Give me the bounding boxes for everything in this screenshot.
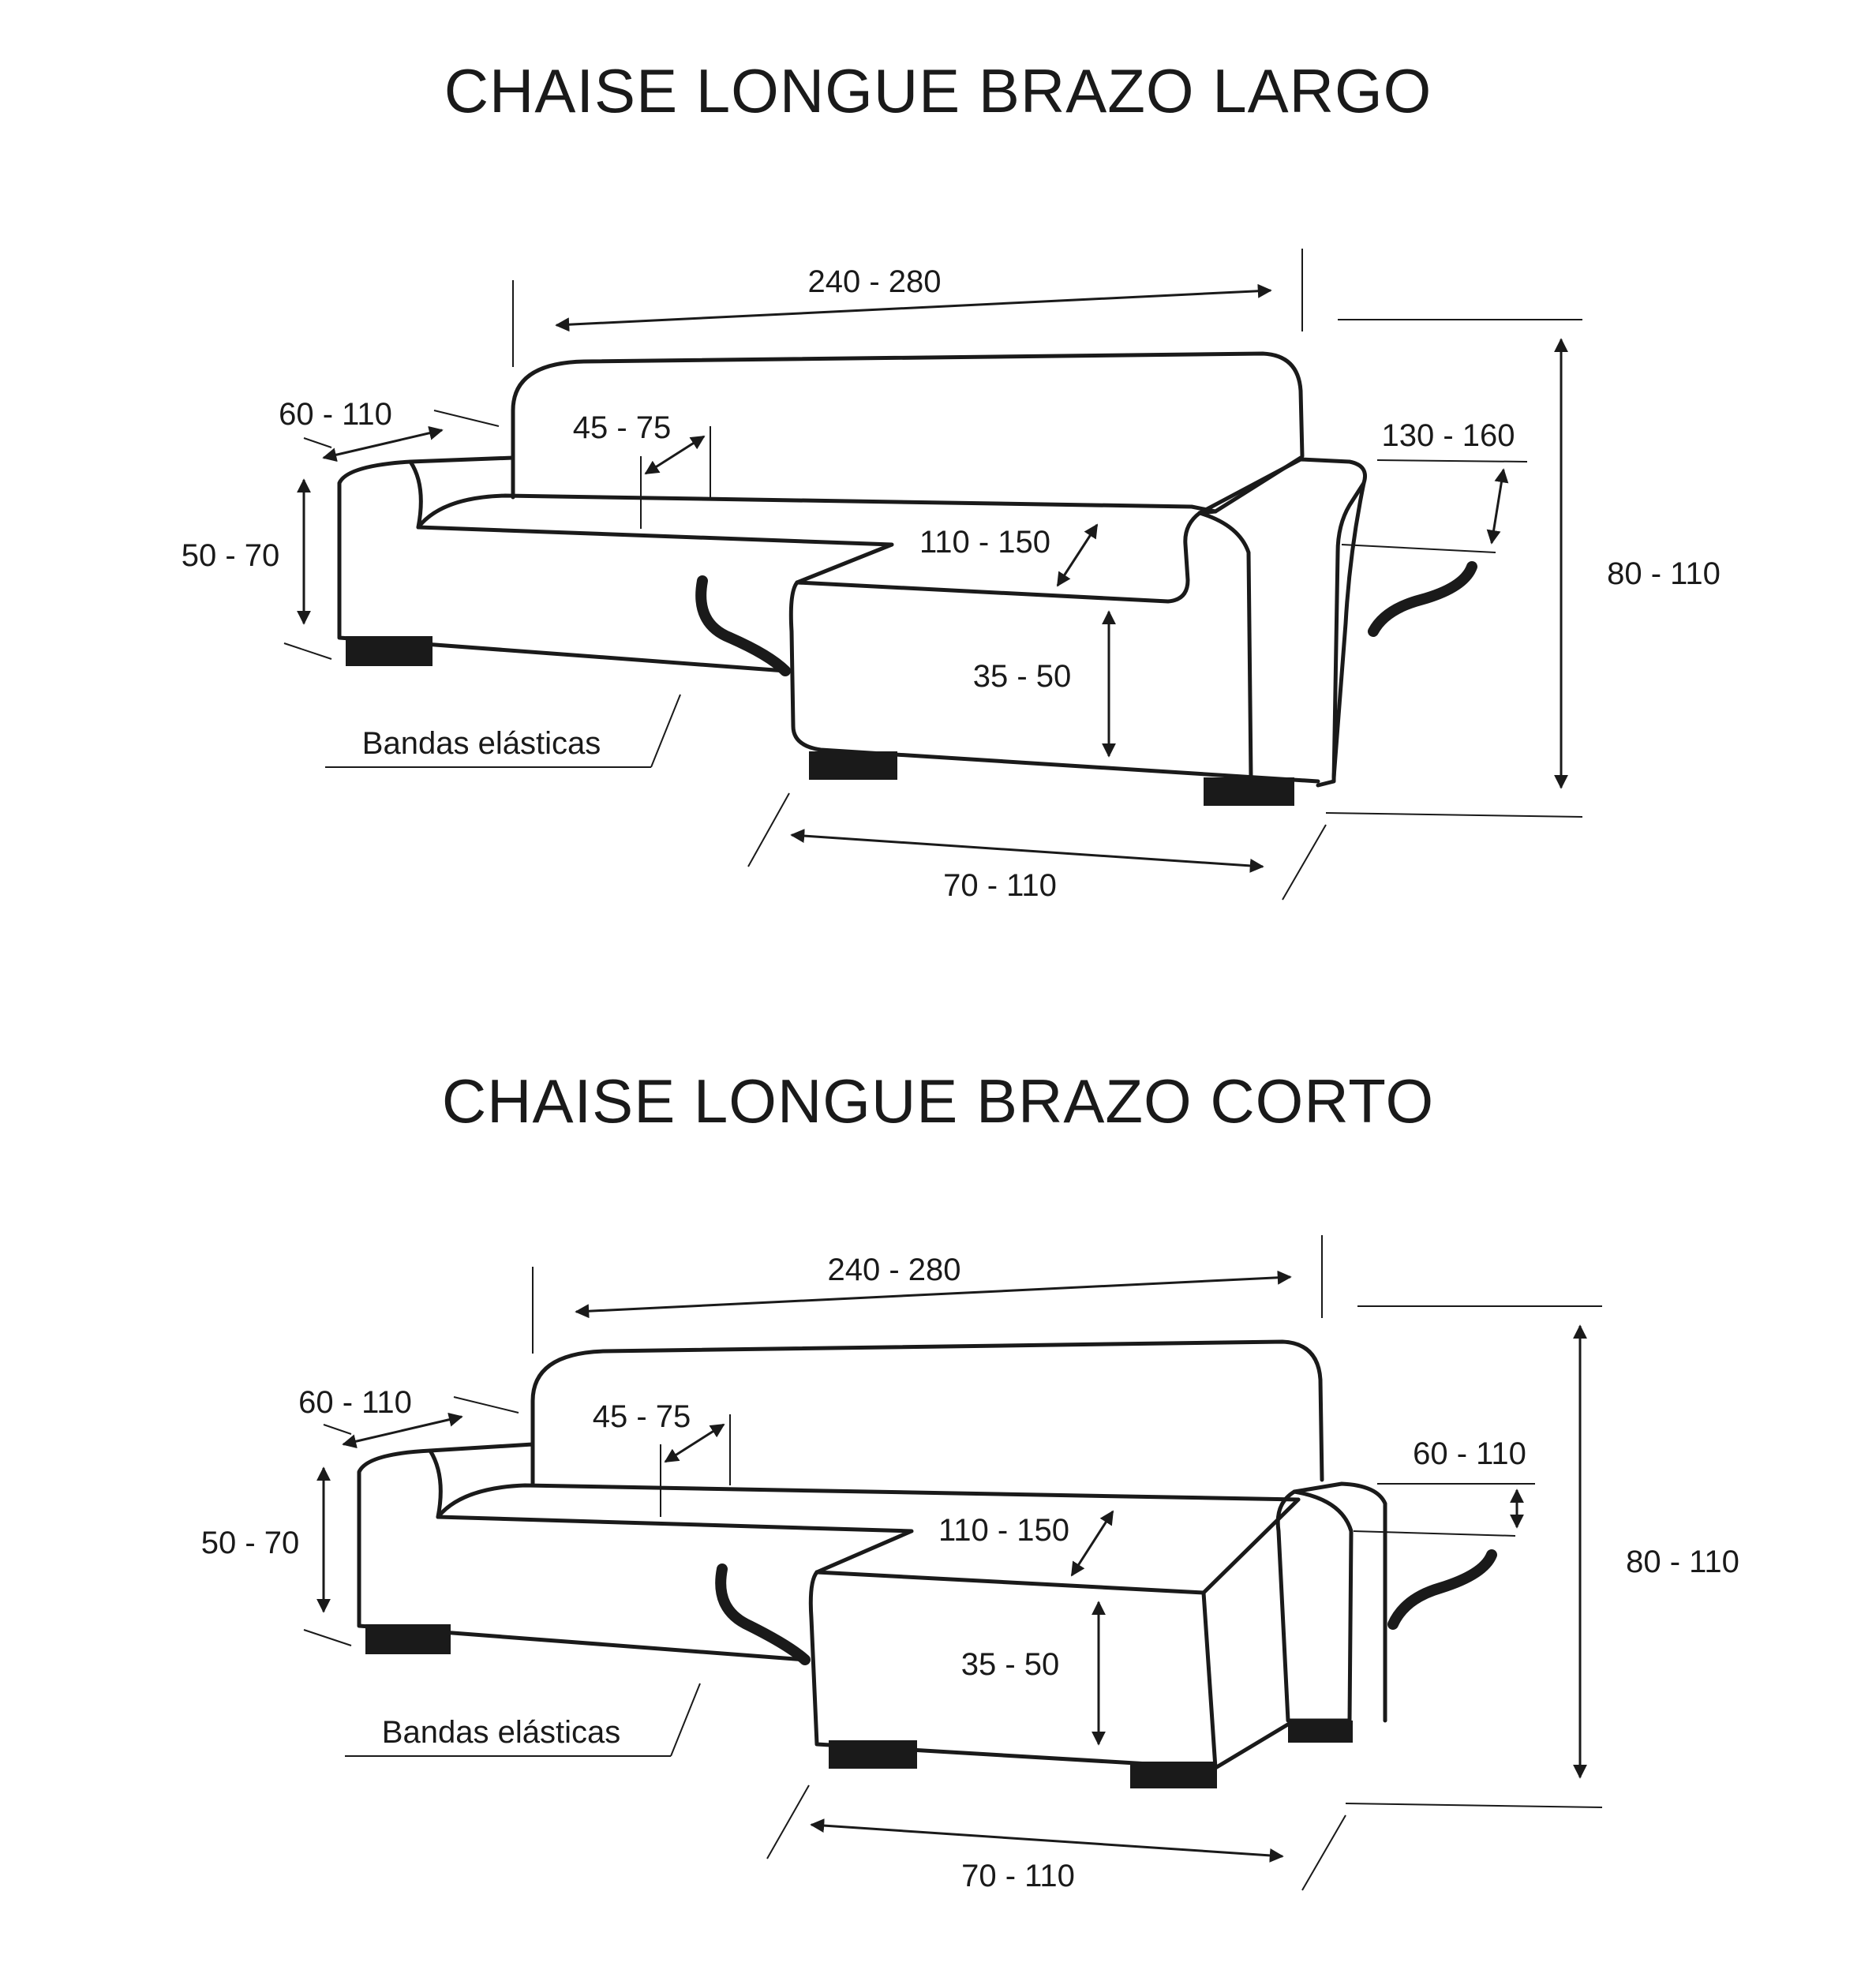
label-total-width: 240 - 280 xyxy=(827,1253,960,1287)
label-chaise-arm: 130 - 160 xyxy=(1381,418,1515,453)
dimension-lines-largo xyxy=(283,249,1583,901)
label-seat-depth: 110 - 150 xyxy=(938,1513,1069,1548)
sofa-outline-corto xyxy=(357,1339,1387,1770)
label-total-width: 240 - 280 xyxy=(807,264,941,299)
diagram-title-largo: CHAISE LONGUE BRAZO LARGO xyxy=(444,56,1432,125)
sofa-diagram-corto: 240 - 280 60 - 110 45 - 75 50 - 70 110 -… xyxy=(201,1235,1739,1893)
label-total-height: 80 - 110 xyxy=(1607,556,1721,591)
label-back-height: 45 - 75 xyxy=(573,410,672,445)
sofa-diagram-largo: 240 - 280 60 - 110 45 - 75 50 - 70 110 -… xyxy=(182,249,1721,903)
label-seat-depth: 110 - 150 xyxy=(919,525,1050,560)
label-chaise-width: 70 - 110 xyxy=(943,868,1057,903)
label-total-height: 80 - 110 xyxy=(1626,1545,1739,1579)
dimension-lines-corto xyxy=(303,1235,1603,1891)
elastic-bands-corto xyxy=(715,1549,1497,1665)
label-chaise-width: 70 - 110 xyxy=(961,1859,1075,1893)
sofa-outline-largo xyxy=(337,351,1367,788)
label-seat-height: 35 - 50 xyxy=(961,1647,1060,1682)
label-arm-depth: 60 - 110 xyxy=(298,1385,412,1420)
label-arm-depth: 60 - 110 xyxy=(279,397,392,432)
label-back-height: 45 - 75 xyxy=(593,1399,691,1434)
label-elastic-bands: Bandas elásticas xyxy=(382,1715,620,1750)
label-seat-height: 35 - 50 xyxy=(973,659,1072,694)
label-arm-height: 50 - 70 xyxy=(201,1526,300,1560)
diagram-title-corto: CHAISE LONGUE BRAZO CORTO xyxy=(441,1066,1435,1136)
sofa-feet-corto xyxy=(365,1624,1353,1788)
sofa-feet-largo xyxy=(346,636,1294,806)
label-chaise-arm: 60 - 110 xyxy=(1413,1436,1526,1471)
elastic-bands-largo xyxy=(695,561,1477,676)
label-arm-height: 50 - 70 xyxy=(182,538,280,573)
label-elastic-bands: Bandas elásticas xyxy=(362,726,601,761)
